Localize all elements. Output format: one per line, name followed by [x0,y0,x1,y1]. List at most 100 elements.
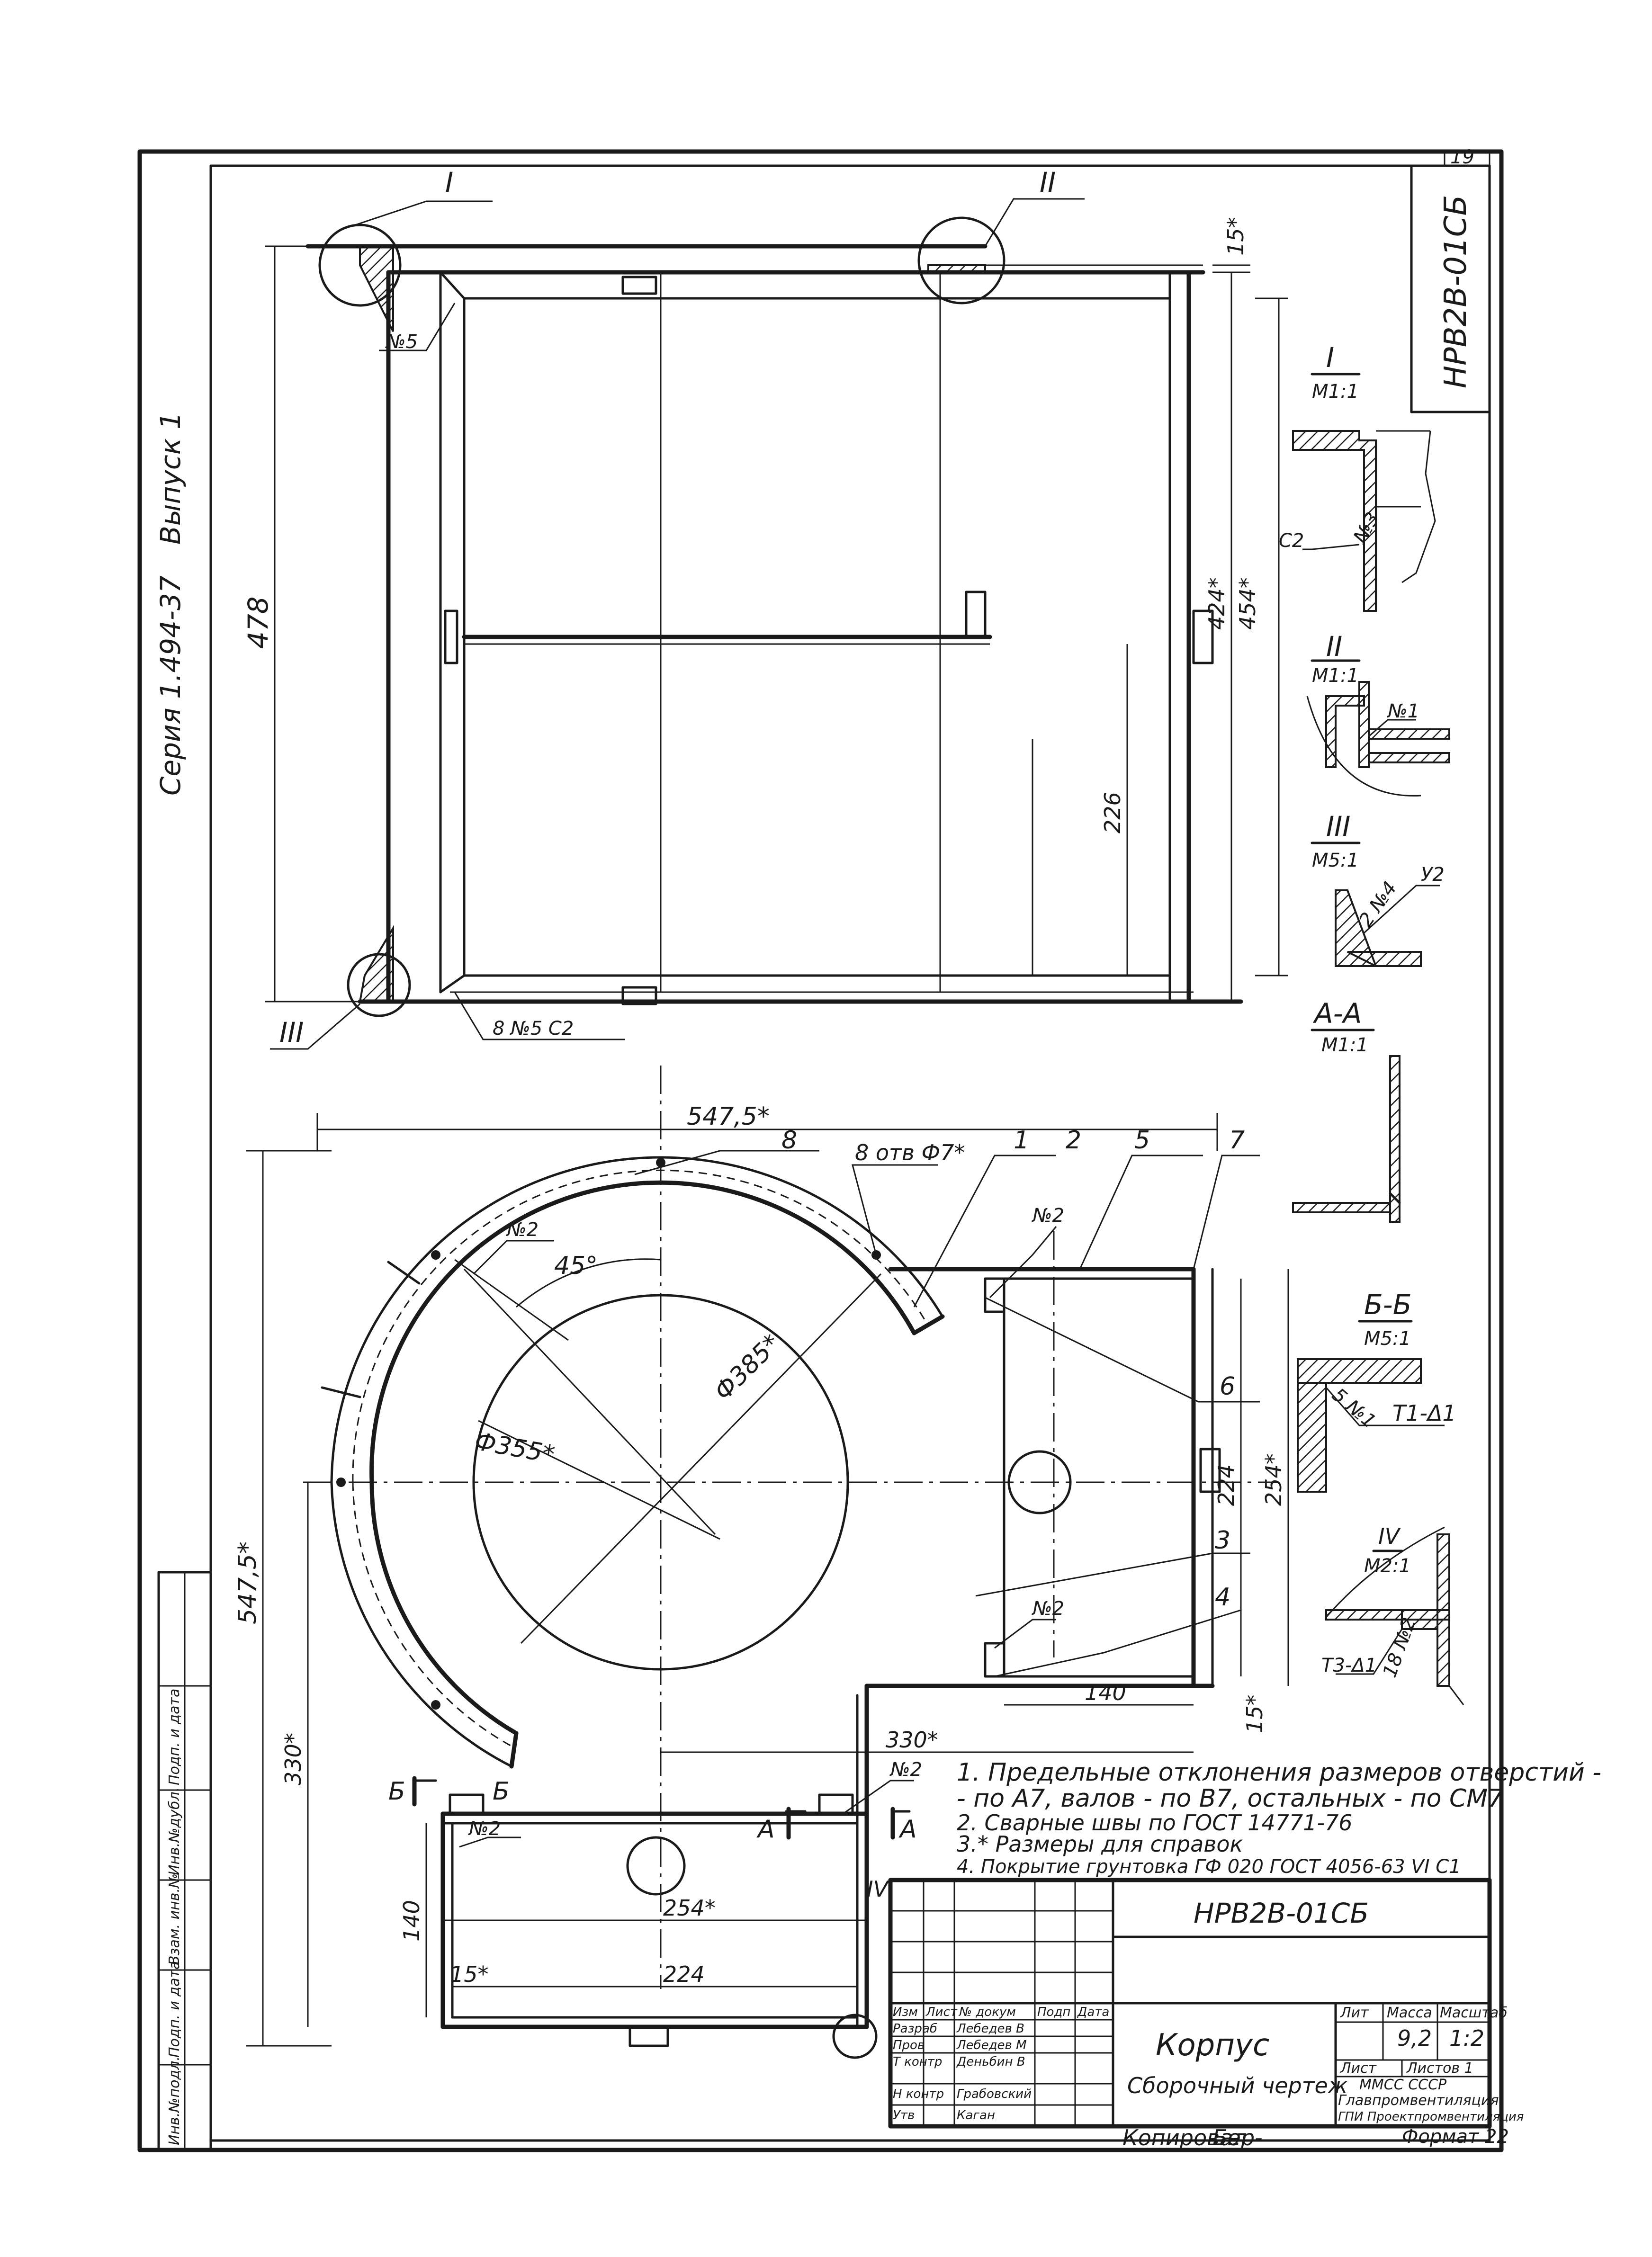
dim-flange-15: 15* [1242,1694,1267,1733]
detail-1-scale: М1:1 [1312,381,1359,403]
scale-value: 1:2 [1449,2025,1484,2051]
callout-pos-3: 3 [1215,1526,1230,1555]
section-a-scale: М1:1 [1321,1034,1368,1056]
detail-3-title: III [1326,810,1350,842]
dim-lower-width-1: 254* [663,1895,716,1921]
callout-pos-1: 1 [1014,1126,1029,1155]
person-4: Грабовский [957,2087,1032,2101]
callout-pos-4: 4 [1215,1583,1230,1612]
detail-4 [1325,1526,1464,1705]
section-b-right: Б [493,1777,510,1806]
callout-detail-2: II [1040,166,1056,198]
org-3: ГПИ Проектпромвентиляция [1338,2110,1524,2124]
detail-2-title: II [1326,630,1342,663]
stamp-cell-5: Подп. и дата [166,1689,183,1785]
plan-dimensions [246,1113,1289,2047]
notes: 1. Предельные отклонения размеров отверс… [957,1758,1601,1878]
section-b-title: Б-Б [1364,1289,1412,1321]
dim-diameter-385: Ф385* [709,1329,786,1406]
detail-3-code: У2 [1421,864,1445,886]
detail-1 [1292,373,1436,612]
section-a-title: А-А [1312,997,1362,1030]
callout-weld-2c: №2 [1032,1598,1064,1620]
callout-pos-8: 8 [781,1126,797,1155]
dim-overall-height: 478 [242,596,274,649]
format-label: Формат 22 [1402,2126,1509,2148]
title-designation: НРВ2В-01СБ [1194,1897,1369,1929]
callout-pos-2: 2 [1066,1126,1081,1155]
stamp-cell-3: Взам. инв.№ [166,1873,183,1965]
org-1: ММСС СССР [1359,2077,1447,2093]
stamp-cell-4: Инв.№дубл. [166,1787,183,1875]
role-2: Пров [893,2038,925,2052]
detail-2-weld: №1 [1387,700,1419,722]
front-view [270,198,1243,1050]
callout-pos-7: 7 [1229,1126,1245,1155]
section-a-left: А [756,1815,775,1844]
dim-lower-width-2: 224 [663,1961,705,1987]
detail-circle-3 [347,953,411,1017]
callout-weld-2a: №2 [1032,1205,1064,1227]
mass-label: Масса [1387,2005,1432,2021]
side-stamp [157,1571,212,2151]
callout-pos-5: 5 [1134,1126,1150,1155]
detail-2-scale: М1:1 [1312,665,1359,687]
col-sign: Подп [1037,2005,1070,2019]
note-4: 4. Покрытие грунтовка ГФ 020 ГОСТ 4056-6… [957,1856,1461,1878]
title-doc-type: Сборочный чертеж [1127,2073,1348,2098]
detail-1-code: С2 [1279,530,1304,552]
role-3: Т контр [893,2055,942,2069]
callout-detail-1: I [445,166,453,198]
dim-box-height-2: 254* [1261,1453,1286,1506]
col-izm: Изм [893,2005,918,2019]
mass-value: 9,2 [1397,2025,1432,2051]
issue-label: Выпуск 1 [154,412,187,545]
person-2: Лебедев М [956,2038,1027,2052]
role-5: Утв [893,2108,915,2123]
callout-detail-4: IV [867,1876,890,1902]
section-b-left: Б [388,1777,405,1806]
dim-angle: 45° [554,1252,598,1280]
section-b-scale: М5:1 [1364,1328,1411,1350]
detail-3 [1311,842,1440,967]
dim-diameter-355: Ф355* [473,1427,557,1469]
detail-2 [1306,659,1450,797]
col-date: Дата [1077,2005,1109,2019]
org-2: Главпромвентиляция [1338,2092,1499,2109]
sheets-label: Листов 1 [1406,2060,1473,2077]
detail-4-code: Т3-Δ1 [1321,1655,1377,1676]
callout-weld-2d: №2 [889,1759,922,1781]
person-3: Деньбин В [956,2055,1025,2069]
inner-circle [472,1294,849,1671]
page-number: 19 [1450,146,1474,168]
detail-circle-1 [318,224,402,307]
role-1: Разраб [893,2022,937,2036]
dim-box-width: 140 [1085,1680,1126,1705]
lit-label: Лит [1340,2005,1369,2021]
section-b-b [1297,1320,1445,1493]
dim-box-height-1: 224 [1213,1464,1239,1506]
detail-1-weld: №3 [1349,509,1384,548]
dim-inner-height-1: 424* [1204,577,1230,630]
section-b-code: Т1-Δ1 [1392,1400,1456,1426]
detail-4-weld: 18 №2 [1379,1615,1420,1681]
col-doc: № докум [958,2005,1016,2019]
copied-by: Копировал [1122,2125,1247,2150]
sheet-frame [137,149,1504,2152]
dim-flange: 15* [1223,217,1248,256]
section-a-a [1292,1029,1401,1223]
sheet-designation: НРВ2В-01СБ [1438,195,1473,388]
sheet-label: Лист [1340,2060,1377,2077]
section-a-right: А [898,1815,917,1844]
page-number-box [1444,151,1490,167]
detail-4-title: IV [1378,1523,1401,1549]
dim-height-left: 547,5* [233,1541,262,1624]
plan-view [303,1066,1279,2059]
scale-label: Масштаб [1440,2005,1508,2021]
note-3: 3.* Размеры для справок [957,1831,1243,1857]
callout-weld-2e: №2 [468,1818,501,1840]
stamp-cell-2: Подп. и дата [166,1961,183,2058]
callout-weld-2b: №2 [506,1219,539,1241]
detail-circle-2 [917,216,1006,305]
